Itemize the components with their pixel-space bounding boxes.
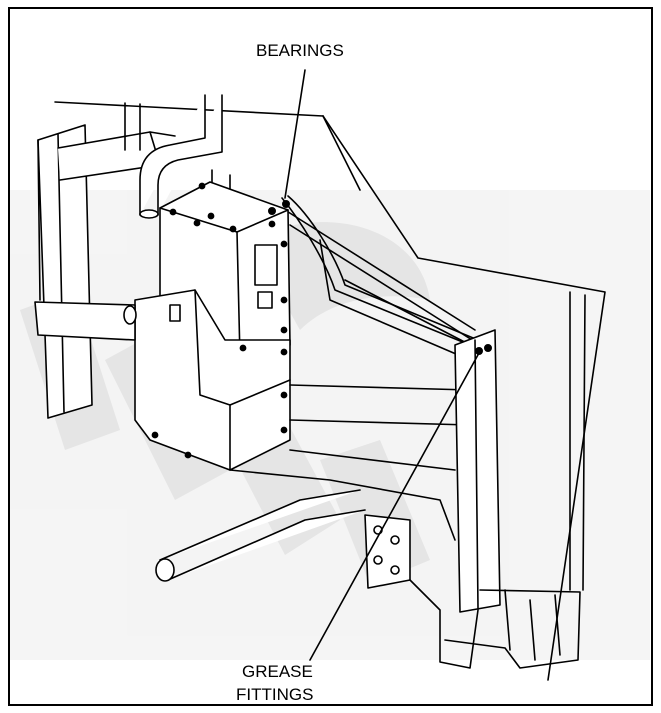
pipe-elbow	[139, 94, 223, 216]
machine-drawing	[34, 69, 606, 681]
middle-crossbar	[34, 301, 136, 341]
mounting-plate	[364, 514, 411, 589]
base-rails	[409, 579, 581, 669]
bearings-label: BEARINGS	[256, 41, 344, 60]
right-upright-post	[454, 329, 501, 613]
bearing-hose	[281, 197, 471, 346]
lower-tube	[159, 489, 366, 581]
grease-fitting-2	[483, 343, 492, 352]
bearings-leader	[284, 69, 306, 199]
pipe-left	[124, 102, 141, 151]
grease-label-line2: FITTINGS	[236, 685, 313, 704]
watermark	[10, 190, 650, 660]
page-frame	[8, 7, 653, 706]
grease-label-line1: GREASE	[242, 662, 313, 681]
bearing-fitting-1	[267, 207, 276, 216]
upper-tube	[57, 131, 161, 181]
gearbox-lower	[134, 289, 291, 471]
bearing-fitting-2	[281, 200, 290, 209]
grease-leader	[309, 352, 480, 661]
